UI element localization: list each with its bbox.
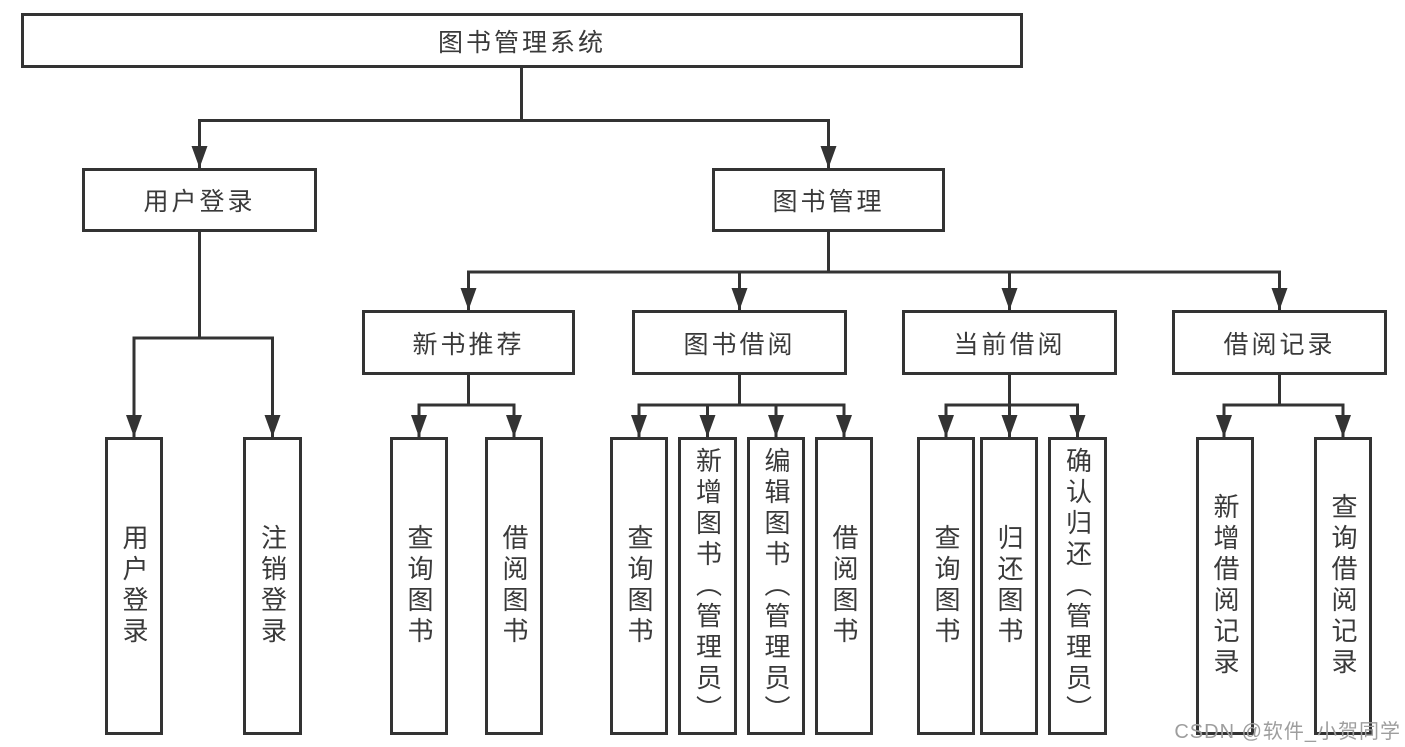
leaf-logout: 注销登录	[243, 437, 302, 735]
leaf-return-books: 归还图书	[980, 437, 1038, 735]
node-current-borrowing: 当前借阅	[902, 310, 1117, 375]
edge-book-management-trunk	[468, 231, 1280, 274]
leaf-query-books-2: 查询图书	[610, 437, 668, 735]
node-label: 新书推荐	[412, 330, 525, 359]
edge-root-trunk	[199, 66, 829, 122]
leaf-label: 查询图书	[404, 524, 434, 648]
edge-new-book-trunk	[419, 374, 514, 407]
leaf-label: 新增图书（管理员）	[692, 446, 723, 726]
node-label: 图书管理系统	[437, 28, 606, 57]
node-user-login: 用户登录	[82, 168, 317, 232]
leaf-label: 新增借阅记录	[1210, 493, 1240, 679]
edge-book-borrowing-trunk	[639, 374, 844, 407]
leaf-edit-books-admin: 编辑图书（管理员）	[747, 437, 805, 735]
leaf-add-books-admin: 新增图书（管理员）	[678, 437, 737, 735]
node-label: 借阅记录	[1223, 330, 1336, 359]
leaf-label: 借阅图书	[829, 524, 859, 648]
leaf-borrow-books-1: 借阅图书	[485, 437, 543, 735]
leaf-label: 用户登录	[119, 524, 149, 648]
node-book-management: 图书管理	[712, 168, 945, 232]
node-label: 当前借阅	[953, 330, 1066, 359]
edge-current-borrowing-trunk	[946, 374, 1078, 407]
node-label: 图书管理	[772, 188, 885, 216]
node-label: 图书借阅	[683, 330, 796, 359]
leaf-label: 查询图书	[931, 524, 961, 648]
watermark-csdn: CSDN @软件_小贺同学	[1174, 721, 1401, 743]
leaf-add-borrow-record: 新增借阅记录	[1196, 437, 1254, 735]
edge-user-login-trunk	[134, 231, 273, 340]
node-book-borrowing: 图书借阅	[632, 310, 847, 375]
leaf-query-borrow-record: 查询借阅记录	[1314, 437, 1372, 735]
leaf-label: 借阅图书	[499, 524, 529, 648]
leaf-label: 注销登录	[257, 524, 288, 648]
leaf-user-login: 用户登录	[105, 437, 163, 735]
node-library-management-system: 图书管理系统	[21, 13, 1023, 68]
edge-borrowing-records-trunk	[1224, 374, 1343, 407]
node-label: 用户登录	[143, 188, 256, 216]
leaf-query-books-1: 查询图书	[390, 437, 448, 735]
leaf-query-books-3: 查询图书	[917, 437, 975, 735]
node-new-book-recommend: 新书推荐	[362, 310, 575, 375]
leaf-label: 确认归还（管理员）	[1062, 446, 1093, 726]
leaf-label: 归还图书	[994, 524, 1024, 648]
leaf-label: 查询图书	[624, 524, 654, 648]
leaf-label: 查询借阅记录	[1328, 493, 1358, 679]
leaf-confirm-return-admin: 确认归还（管理员）	[1048, 437, 1107, 735]
leaf-label: 编辑图书（管理员）	[761, 446, 791, 726]
leaf-borrow-books-2: 借阅图书	[815, 437, 873, 735]
node-borrowing-records: 借阅记录	[1172, 310, 1387, 375]
